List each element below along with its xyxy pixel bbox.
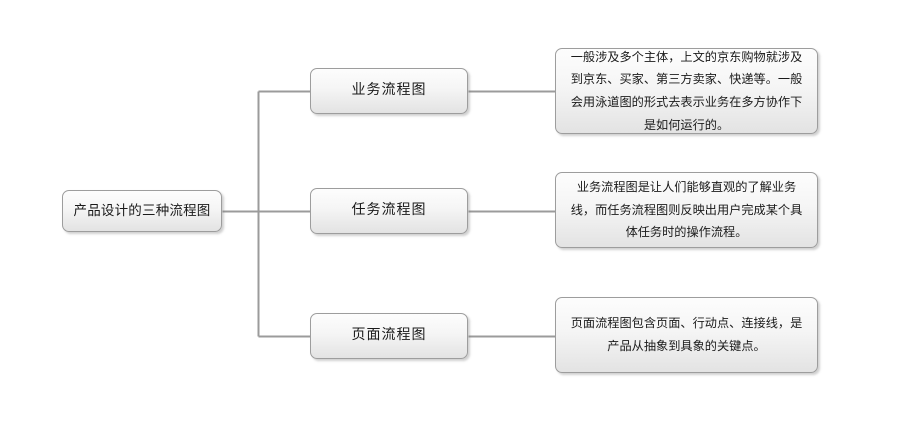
root-node[interactable]: 产品设计的三种流程图	[62, 190, 222, 232]
root-node-label: 产品设计的三种流程图	[73, 202, 211, 219]
branch-node-task-flow[interactable]: 任务流程图	[310, 188, 468, 234]
description-box-page-flow[interactable]: 页面流程图包含页面、行动点、连接线，是产品从抽象到具象的关键点。	[555, 297, 818, 373]
description-text: 业务流程图是让人们能够直观的了解业务线，而任务流程图则反映出用户完成某个具体任务…	[570, 180, 803, 240]
branch-node-business-flow[interactable]: 业务流程图	[310, 68, 468, 114]
branch-node-label: 任务流程图	[351, 202, 427, 219]
branch-node-page-flow[interactable]: 页面流程图	[310, 313, 468, 359]
description-box-business-flow[interactable]: 一般涉及多个主体，上文的京东购物就涉及到京东、买家、第三方卖家、快递等。一般会用…	[555, 48, 818, 134]
description-text: 一般涉及多个主体，上文的京东购物就涉及到京东、买家、第三方卖家、快递等。一般会用…	[570, 49, 803, 132]
description-text: 页面流程图包含页面、行动点、连接线，是产品从抽象到具象的关键点。	[570, 316, 803, 353]
branch-node-label: 业务流程图	[351, 82, 427, 99]
branch-node-label: 页面流程图	[351, 327, 427, 344]
description-box-task-flow[interactable]: 业务流程图是让人们能够直观的了解业务线，而任务流程图则反映出用户完成某个具体任务…	[555, 172, 818, 248]
